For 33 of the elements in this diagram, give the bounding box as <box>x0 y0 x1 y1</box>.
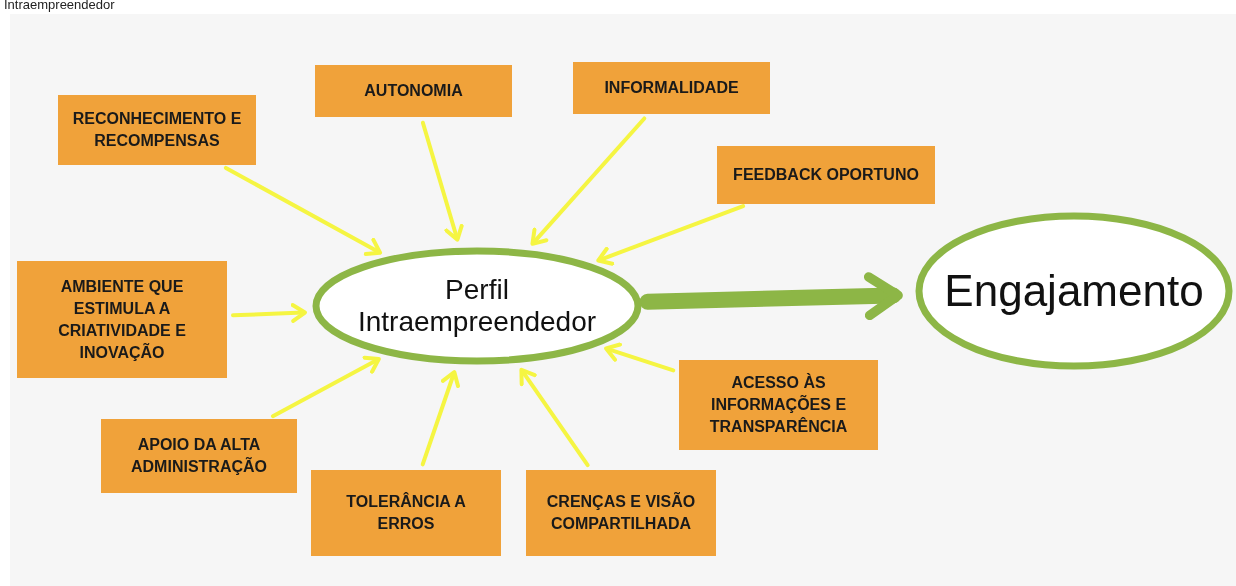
factor-box <box>526 470 716 556</box>
factor-label: FEEDBACK OPORTUNO <box>733 165 919 185</box>
arrow <box>639 272 903 321</box>
node-label: Engajamento <box>944 266 1204 316</box>
node-label: Perfil Intraempreendedor <box>356 274 598 338</box>
factor-box <box>573 62 770 114</box>
factor-box <box>101 419 297 493</box>
factor-label: RECONHECIMENTO E RECOMPENSAS <box>71 109 243 151</box>
factor-box <box>679 360 878 450</box>
arrow <box>420 370 460 467</box>
factor-label: AMBIENTE QUE ESTIMULA A CRIATIVIDADE E INOVAÇÃO <box>57 276 187 363</box>
arrow <box>519 367 590 468</box>
factor-label: ACESSO ÀS INFORMAÇÕES E TRANSPARÊNCIA <box>708 372 849 437</box>
ellipse-node <box>915 212 1233 370</box>
factor-box <box>717 146 935 204</box>
caption-text: Intraempreendedor <box>4 0 115 12</box>
factor-label: INFORMALIDADE <box>604 78 739 98</box>
arrow <box>530 116 647 246</box>
factor-label: CRENÇAS E VISÃO COMPARTILHADA <box>545 491 697 534</box>
arrow <box>596 204 746 266</box>
arrow <box>420 120 464 242</box>
factor-box <box>58 95 256 165</box>
arrow <box>604 342 676 373</box>
factor-box <box>311 470 501 556</box>
factor-label: TOLERÂNCIA A ERROS <box>345 491 467 534</box>
factor-box <box>17 261 227 378</box>
ellipse-node <box>312 247 642 365</box>
arrow <box>223 165 383 256</box>
arrow <box>270 355 381 419</box>
factor-label: APOIO DA ALTA ADMINISTRAÇÃO <box>130 435 268 477</box>
arrow <box>231 303 307 323</box>
factor-box <box>315 65 512 117</box>
factor-label: AUTONOMIA <box>364 81 463 101</box>
